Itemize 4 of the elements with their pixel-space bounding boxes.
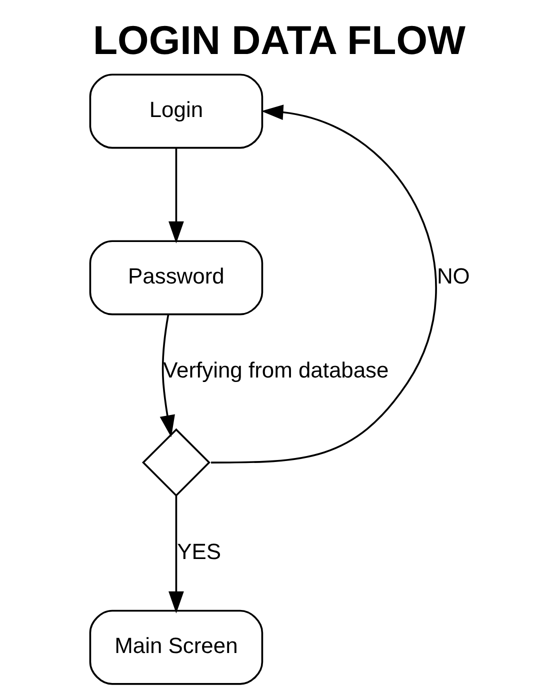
diagram-title: LOGIN DATA FLOW [92,18,466,63]
edge-label: Verfying from database [162,358,388,383]
edge-label: NO [436,263,470,288]
edge-label: YES [176,538,221,564]
